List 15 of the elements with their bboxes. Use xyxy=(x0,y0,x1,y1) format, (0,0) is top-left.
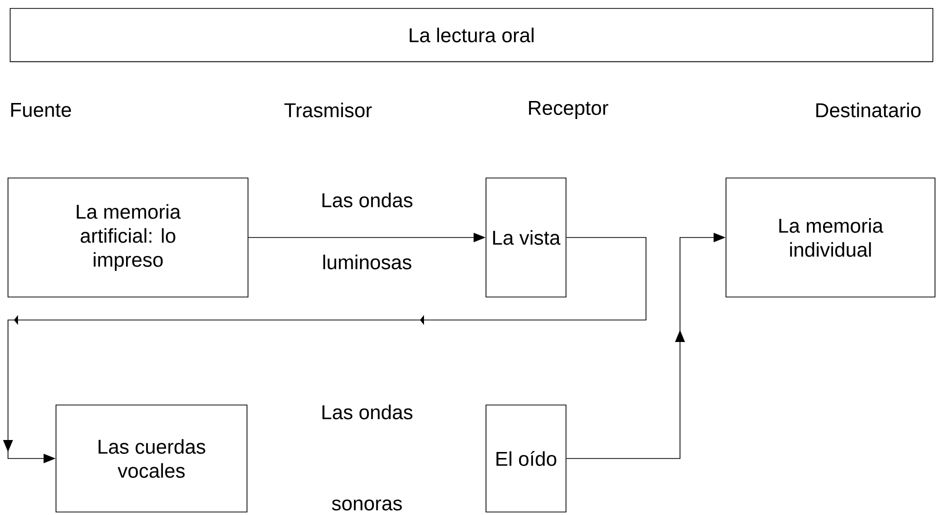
column-heading: Destinatario xyxy=(816,102,921,118)
text-box: La memoria artificial: lo impreso xyxy=(8,178,248,298)
column-heading: Receptor xyxy=(529,101,608,119)
arrow xyxy=(3,237,646,464)
wave-label: luminosas xyxy=(323,254,412,270)
wave-label: Las ondas xyxy=(322,192,412,208)
wave-label: Las ondas xyxy=(322,404,412,420)
column-heading: Trasmisor xyxy=(284,102,372,118)
text-box: Las cuerdas vocales xyxy=(56,404,248,512)
text-box: El oído xyxy=(486,404,566,512)
title-box: La lectura oral xyxy=(10,8,934,62)
text-box: La memoria individual xyxy=(726,178,936,298)
text-box: La vista xyxy=(486,178,566,298)
column-heading: Fuente xyxy=(11,103,71,117)
wave-label: sonoras xyxy=(332,500,402,510)
